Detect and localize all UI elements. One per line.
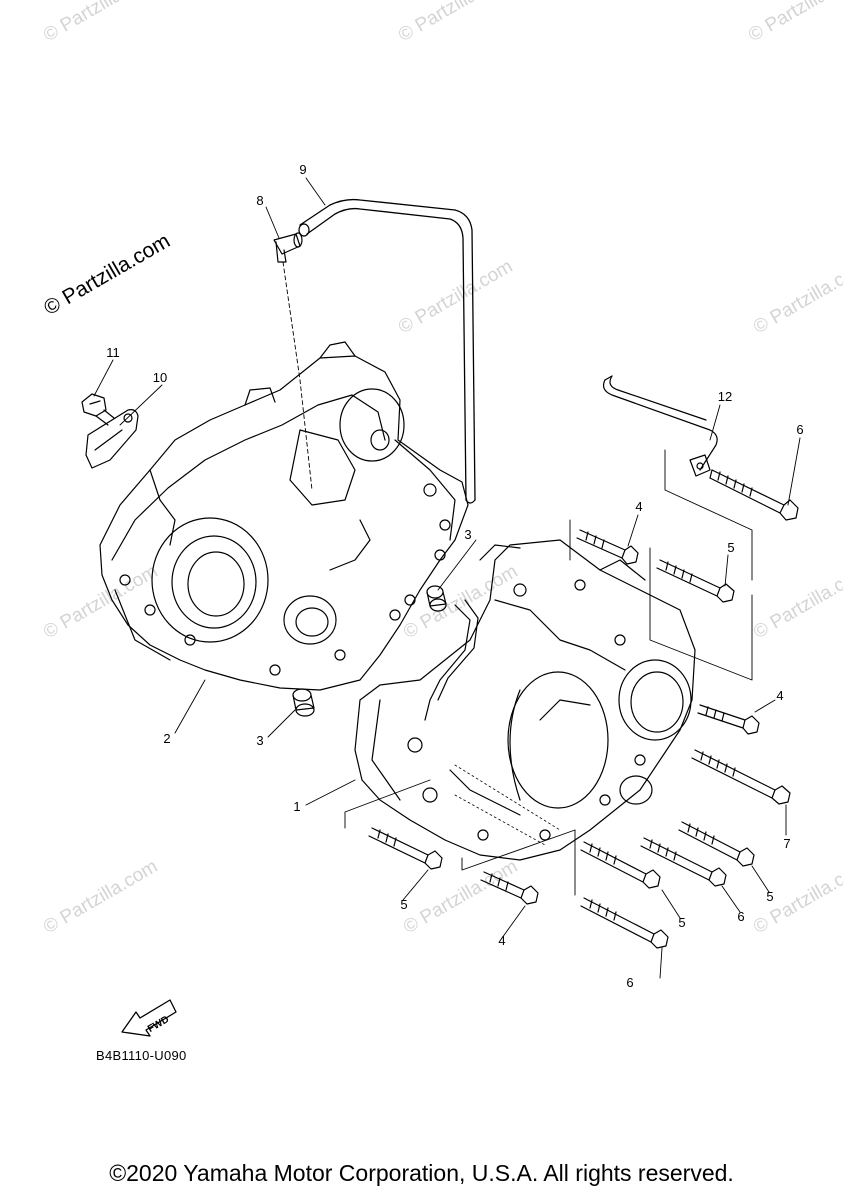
- callout-3: 3: [464, 527, 472, 542]
- bolt-group-brackets: [344, 449, 753, 896]
- callout-4: 4: [776, 688, 784, 703]
- callout-5: 5: [727, 540, 735, 555]
- callout-4: 4: [635, 499, 643, 514]
- callout-1: 1: [293, 799, 301, 814]
- crankcase-left-half: [99, 341, 469, 691]
- callout-12: 12: [717, 389, 733, 404]
- callout-7: 7: [783, 836, 791, 851]
- bolt-group: [368, 469, 799, 949]
- callout-2: 2: [163, 731, 171, 746]
- callout-11: 11: [106, 345, 120, 360]
- callout-9: 9: [299, 162, 307, 177]
- crankcase-right-half: [354, 539, 696, 861]
- gasket-edge: [424, 604, 471, 721]
- leader-lines: [93, 177, 801, 979]
- callout-3: 3: [256, 733, 264, 748]
- callout-8: 8: [256, 193, 264, 208]
- bolt-11: [81, 393, 115, 426]
- callout-6: 6: [626, 975, 634, 990]
- callout-10: 10: [152, 370, 168, 385]
- callout-6: 6: [796, 422, 804, 437]
- callout-5: 5: [678, 915, 686, 930]
- dotted-holes: [454, 764, 561, 846]
- fwd-arrow-icon: [121, 999, 177, 1037]
- fwd-label: FWD: [146, 1014, 171, 1035]
- bracket-12: [602, 375, 718, 477]
- bracket-10: [85, 409, 139, 469]
- callout-6: 6: [737, 909, 745, 924]
- callout-5: 5: [766, 889, 774, 904]
- dowel-pin-lower: [292, 688, 315, 717]
- callout-4: 4: [498, 933, 506, 948]
- copyright-notice: ©2020 Yamaha Motor Corporation, U.S.A. A…: [109, 1160, 734, 1186]
- callout-5: 5: [400, 897, 408, 912]
- diagram-code: B4B1110-U090: [96, 1048, 187, 1063]
- hose-fitting: [273, 232, 303, 263]
- dowel-pin-upper: [426, 585, 447, 612]
